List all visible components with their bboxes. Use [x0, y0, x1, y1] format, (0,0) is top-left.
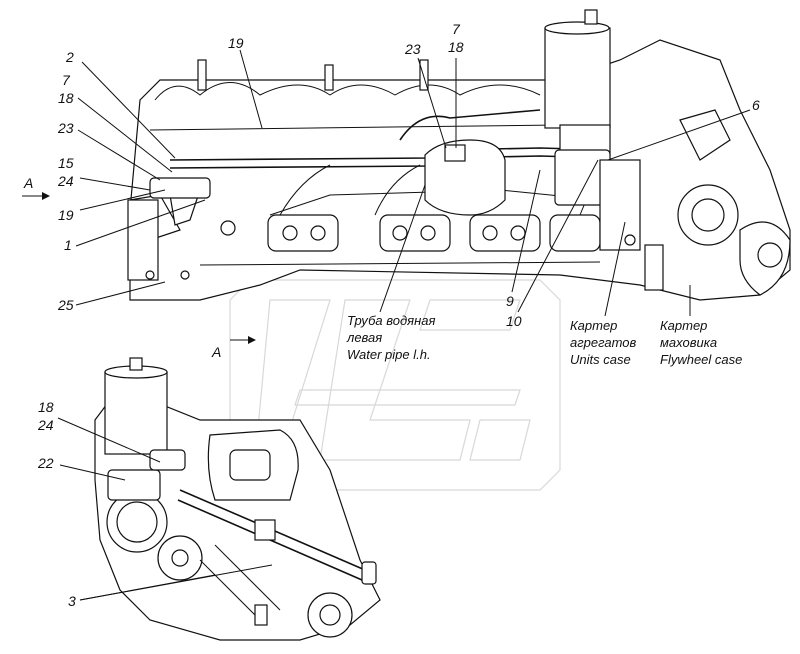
view-marker-a-bottom: A — [211, 344, 221, 360]
flywheel-case-label-ru-2: маховика — [660, 335, 717, 350]
callout-3: 3 — [68, 593, 76, 609]
callout-23: 23 — [57, 120, 74, 136]
view-a-end-view — [94, 357, 381, 641]
callout-18-top: 18 — [448, 39, 464, 55]
callout-1: 1 — [64, 237, 72, 253]
callout-6: 6 — [752, 97, 760, 113]
callout-22: 22 — [37, 455, 54, 471]
watermark-logo — [229, 279, 561, 491]
units-case-label-ru-2: агрегатов — [570, 335, 637, 350]
flywheel-case-label-ru-1: Картер — [660, 318, 707, 333]
callout-numbers: 2 7 18 23 15 24 19 1 25 19 23 7 18 6 9 1… — [23, 21, 760, 609]
callout-23-top: 23 — [404, 41, 421, 57]
units-case-label-ru-1: Картер — [570, 318, 617, 333]
callout-18: 18 — [58, 90, 74, 106]
engine-top-view — [127, 9, 791, 301]
callout-15: 15 — [58, 155, 74, 171]
callout-2: 2 — [65, 49, 74, 65]
water-pipe-label-ru-2: левая — [346, 330, 382, 345]
callout-25: 25 — [57, 297, 74, 313]
callout-19-left: 19 — [58, 207, 74, 223]
callout-7: 7 — [62, 72, 71, 88]
water-pipe-label-en: Water pipe l.h. — [347, 347, 431, 362]
callout-24-bottom: 24 — [37, 417, 54, 433]
callout-10: 10 — [506, 313, 522, 329]
water-pipe-label-ru-1: Труба водяная — [347, 313, 435, 328]
leader-lines — [22, 49, 751, 601]
callout-24: 24 — [57, 173, 74, 189]
callout-7-top: 7 — [452, 21, 461, 37]
callout-9: 9 — [506, 293, 514, 309]
callout-18-bottom: 18 — [38, 399, 54, 415]
callout-19-top: 19 — [228, 35, 244, 51]
view-marker-a-top: A — [23, 175, 33, 191]
part-labels: Труба водяная левая Water pipe l.h. Карт… — [346, 313, 742, 367]
flywheel-case-label-en: Flywheel case — [660, 352, 742, 367]
units-case-label-en: Units case — [570, 352, 631, 367]
